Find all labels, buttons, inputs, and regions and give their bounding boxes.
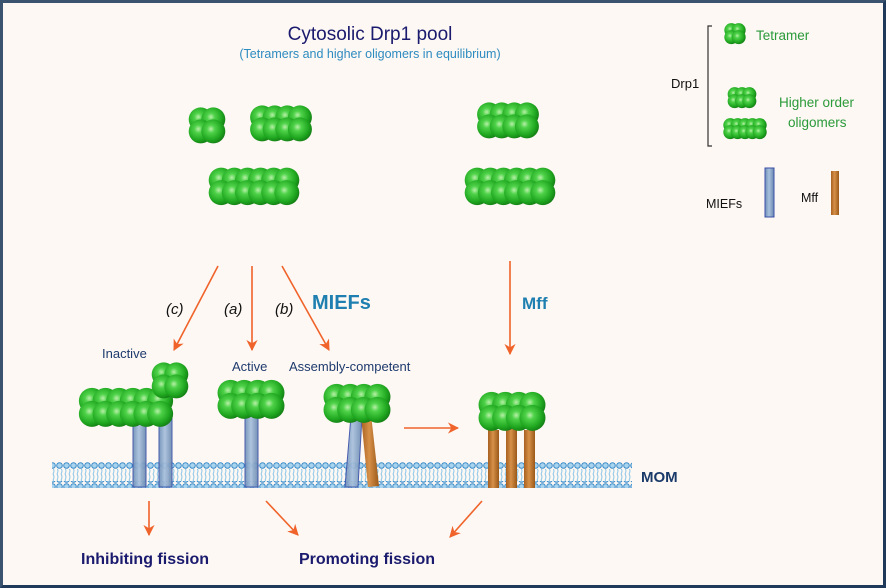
drp1-subunit (519, 404, 546, 431)
drp1-subunit (164, 374, 189, 399)
arrow-mff-to-promoting (449, 500, 483, 538)
drp1-subunit (147, 400, 174, 427)
pathway-arrows (143, 261, 516, 538)
drp1-subunit (258, 392, 285, 419)
outcome-promoting-fission: Promoting fission (299, 551, 435, 568)
pool-oligomer-small (250, 105, 312, 142)
diagram-title: Cytosolic Drp1 pool (288, 24, 453, 45)
membrane-outer-leaflet (52, 462, 632, 469)
cytosolic-pool (188, 102, 556, 206)
legend-oligomer-large-cluster (723, 118, 767, 140)
state-inactive-label: Inactive (102, 346, 147, 361)
legend-higher-order-label-1: Higher order (779, 95, 855, 110)
membrane-lipid-tails (52, 469, 632, 481)
membrane-bound-drp1 (78, 362, 546, 431)
legend-drp1-label: Drp1 (671, 76, 699, 91)
legend-tetramer-label: Tetramer (756, 28, 810, 43)
legend-bracket (707, 25, 712, 147)
legend-oligomer-icon (727, 87, 757, 109)
state-active-label: Active (232, 359, 267, 374)
pathway-c-label: (c) (166, 301, 184, 318)
pool-oligomer-right-small (477, 102, 539, 139)
arrow-pathway-b (281, 265, 330, 351)
legend-higher-order-label-2: oligomers (788, 115, 847, 130)
drp1-subunit (287, 117, 312, 142)
membrane-inner-leaflet (52, 481, 632, 488)
pathway-mff-label: Mff (522, 294, 548, 313)
outcome-inhibiting-fission: Inhibiting fission (81, 551, 209, 568)
drp1-subunit (731, 30, 746, 45)
drp1-subunit (364, 396, 391, 423)
legend-mff-label: Mff (801, 191, 819, 205)
legend-oligomer-cluster (727, 87, 757, 109)
membrane-mom-label: MOM (641, 469, 678, 486)
outer-mitochondrial-membrane (52, 462, 632, 488)
legend-oligomer-large-icon (723, 118, 767, 140)
drp1-subunit (752, 125, 767, 140)
pathway-b-label: (b) (275, 301, 293, 318)
inactive-drp1-tetramer (151, 362, 189, 399)
mff-receptor-assembly (361, 414, 379, 487)
legend-tetramer-cluster (724, 23, 746, 45)
arrow-active-to-promoting (265, 500, 299, 536)
drp1-subunit (530, 180, 556, 206)
arrow-pathway-c (173, 265, 219, 351)
drp1-subunit (274, 180, 300, 206)
drp1-subunit (514, 114, 539, 139)
mff-receptor-2 (506, 426, 517, 488)
pathway-miefs-label: MIEFs (312, 292, 371, 314)
active-drp1-oligomer (217, 379, 285, 419)
pathway-a-label: (a) (224, 301, 242, 318)
legend: Drp1 Tetramer Higher order oligomers MIE… (671, 23, 855, 218)
legend-miefs-icon (764, 167, 775, 218)
receptors (132, 411, 535, 488)
legend-tetramer-icon (724, 23, 746, 45)
mff-bound-drp1-oligomer (478, 391, 546, 431)
pool-oligomer-right-large (464, 167, 556, 206)
mff-receptor-3 (524, 430, 535, 488)
assembly-competent-drp1-oligomer (323, 383, 391, 423)
legend-mff-icon (831, 171, 839, 215)
mief-receptor-active (244, 411, 259, 488)
state-assembly-competent-label: Assembly-competent (289, 359, 411, 374)
mff-receptor-1 (488, 430, 499, 488)
pool-oligomer-large (208, 167, 300, 206)
legend-miefs-label: MIEFs (706, 197, 742, 211)
inactive-drp1-oligomer (78, 387, 174, 427)
drp1-subunit (201, 119, 226, 144)
pool-tetramer (188, 107, 226, 144)
diagram-subtitle: (Tetramers and higher oligomers in equil… (239, 47, 500, 61)
drp1-subunit (742, 94, 757, 109)
